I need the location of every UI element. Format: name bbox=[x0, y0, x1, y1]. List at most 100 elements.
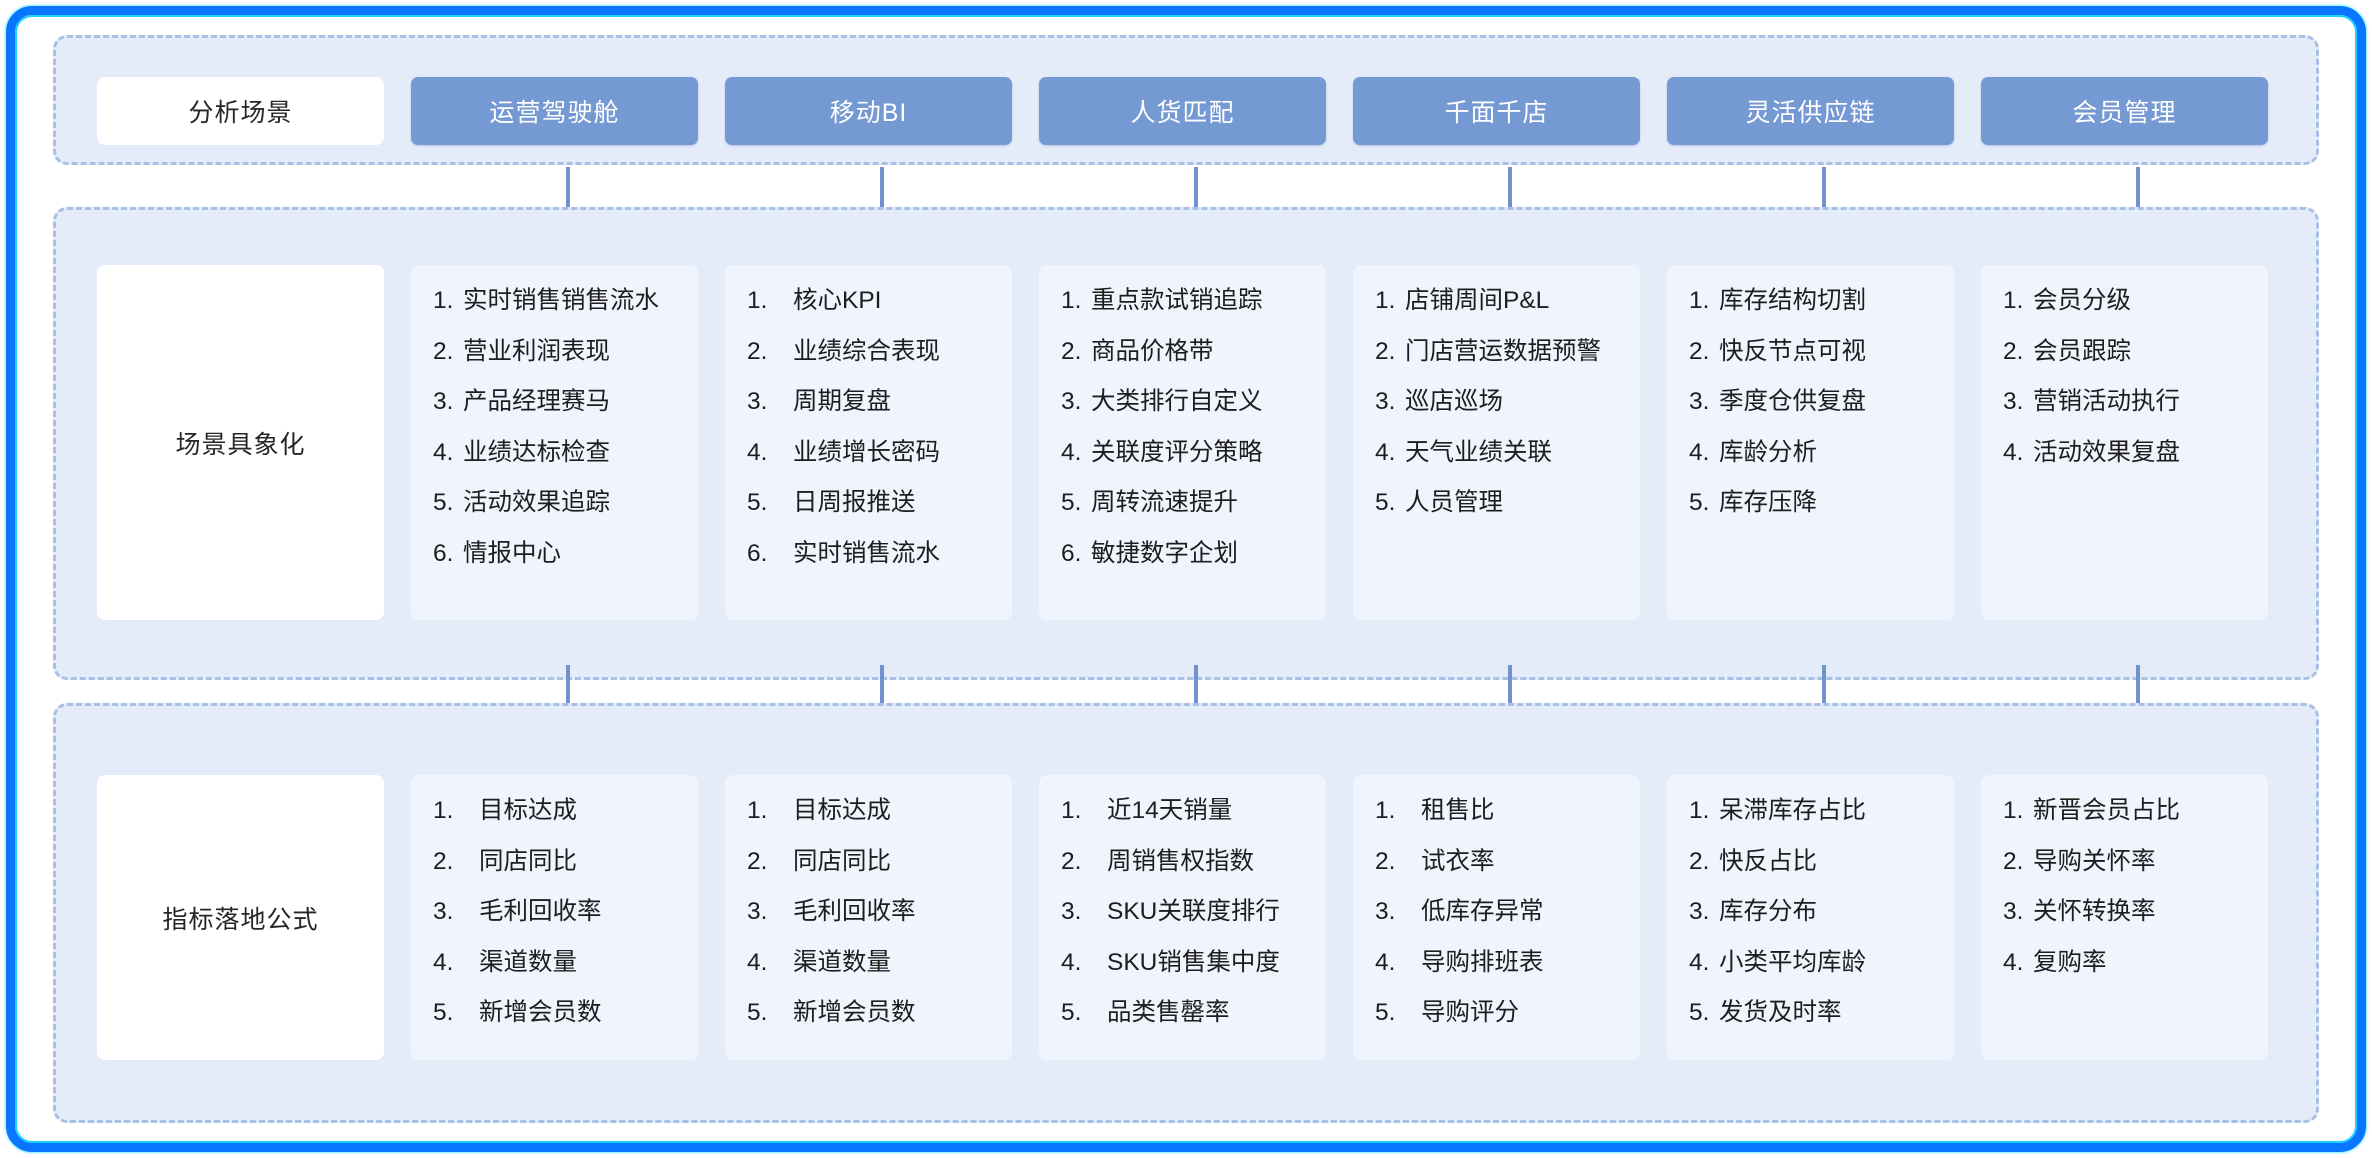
list-item[interactable]: 2.周销售权指数 bbox=[1061, 849, 1310, 875]
concrete-card-mobile-bi[interactable]: 1.核心KPI 2.业绩综合表现 3.周期复盘 4.业绩增长密码 5.日周报推送… bbox=[725, 265, 1012, 620]
formula-card-people-goods-match[interactable]: 1.近14天销量 2.周销售权指数 3.SKU关联度排行 4.SKU销售集中度 … bbox=[1039, 775, 1326, 1060]
list-item-number: 5. bbox=[1689, 999, 1710, 1026]
list-item-label: 营销活动执行 bbox=[2033, 388, 2180, 415]
list-item[interactable]: 1.近14天销量 bbox=[1061, 798, 1310, 824]
concrete-card-operations-cockpit[interactable]: 1.实时销售销售流水 2.营业利润表现 3.产品经理赛马 4.业绩达标检查 5.… bbox=[411, 265, 698, 620]
concrete-card-thousand-stores[interactable]: 1.店铺周间P&L 2.门店营运数据预警 3.巡店巡场 4.天气业绩关联 5.人… bbox=[1353, 265, 1640, 620]
list-item[interactable]: 4.业绩增长密码 bbox=[747, 440, 996, 466]
list-item[interactable]: 3.毛利回收率 bbox=[747, 898, 996, 925]
list-item[interactable]: 6.实时销售流水 bbox=[747, 541, 996, 567]
formula-card-agile-supply-chain[interactable]: 1. 呆滞库存占比 2.快反占比 3.库存分布 4.小类平均库龄 5.发货及时率 bbox=[1667, 775, 1954, 1060]
list-item[interactable]: 6.敏捷数字企划 bbox=[1061, 541, 1310, 567]
list-item[interactable]: 4.复购率 bbox=[2003, 950, 2252, 976]
list-item[interactable]: 2.会员跟踪 bbox=[2003, 339, 2252, 365]
list-item[interactable]: 5.导购评分 bbox=[1375, 1000, 1624, 1026]
list-item[interactable]: 2.导购关怀率 bbox=[2003, 849, 2252, 875]
list-item[interactable]: 1.核心KPI bbox=[747, 288, 996, 314]
list-item[interactable]: 4.天气业绩关联 bbox=[1375, 440, 1624, 466]
list-item-number: 4. bbox=[433, 438, 454, 466]
concrete-card-people-goods-match[interactable]: 1.重点款试销追踪 2.商品价格带 3.大类排行自定义 4.关联度评分策略 5.… bbox=[1039, 265, 1326, 620]
list-item[interactable]: 4.导购排班表 bbox=[1375, 948, 1624, 976]
row-label-metric-formulas: 指标落地公式 bbox=[97, 775, 384, 1060]
list-item[interactable]: 2.业绩综合表现 bbox=[747, 339, 996, 365]
list-item[interactable]: 3.产品经理赛马 bbox=[433, 388, 682, 415]
list-item[interactable]: 5.新增会员数 bbox=[747, 1000, 996, 1026]
list-item[interactable]: 3.周期复盘 bbox=[747, 389, 996, 415]
list-item[interactable]: 3.库存分布 bbox=[1689, 899, 1938, 925]
scene-button-member-management[interactable]: 会员管理 bbox=[1981, 77, 2268, 145]
list-item[interactable]: 2.快反占比 bbox=[1689, 849, 1938, 875]
list-item[interactable]: 4.SKU销售集中度 bbox=[1061, 950, 1310, 976]
scene-button-operations-cockpit[interactable]: 运营驾驶舱 bbox=[411, 77, 698, 145]
scene-button-thousand-stores[interactable]: 千面千店 bbox=[1353, 77, 1640, 145]
list-item[interactable]: 1.会员分级 bbox=[2003, 288, 2252, 314]
list-item-label: 导购排班表 bbox=[1421, 948, 1544, 976]
list-item[interactable]: 5.新增会员数 bbox=[433, 1000, 682, 1026]
list-item[interactable]: 5.发货及时率 bbox=[1689, 999, 1938, 1026]
list-item-number: 3. bbox=[747, 898, 768, 925]
list-item[interactable]: 5.周转流速提升 bbox=[1061, 489, 1310, 516]
list-item[interactable]: 4.业绩达标检查 bbox=[433, 438, 682, 466]
list-item[interactable]: 4.活动效果复盘 bbox=[2003, 440, 2252, 466]
formula-card-operations-cockpit[interactable]: 1.目标达成 2.同店同比 3.毛利回收率 4.渠道数量 5.新增会员数 bbox=[411, 775, 698, 1060]
list-item[interactable]: 2.快反节点可视 bbox=[1689, 337, 1938, 365]
list-item[interactable]: 4.关联度评分策略 bbox=[1061, 438, 1310, 466]
list-item-label: 呆滞库存占比 bbox=[1719, 797, 1866, 824]
list-item[interactable]: 2.门店营运数据预警 bbox=[1375, 339, 1624, 365]
list-item[interactable]: 2.同店同比 bbox=[433, 849, 682, 875]
formula-card-thousand-stores[interactable]: 1.租售比 2.试衣率 3.低库存异常 4.导购排班表 5.导购评分 bbox=[1353, 775, 1640, 1060]
list-item[interactable]: 3.巡店巡场 bbox=[1375, 389, 1624, 415]
list-item-label: 关联度评分策略 bbox=[1091, 438, 1263, 466]
list-item[interactable]: 1.店铺周间P&L bbox=[1375, 288, 1624, 314]
list-item-number: 3. bbox=[433, 388, 454, 415]
list-item[interactable]: 1.重点款试销追踪 bbox=[1061, 288, 1310, 314]
list-item[interactable]: 5.品类售罄率 bbox=[1061, 1000, 1310, 1026]
list-item[interactable]: 2.试衣率 bbox=[1375, 849, 1624, 875]
list-item[interactable]: 5.库存压降 bbox=[1689, 490, 1938, 516]
list-item[interactable]: 1.新晋会员占比 bbox=[2003, 798, 2252, 824]
concrete-card-agile-supply-chain[interactable]: 1.库存结构切割 2.快反节点可视 3.季度仓供复盘 4.库龄分析 5.库存压降 bbox=[1667, 265, 1954, 620]
list-item[interactable]: 3.大类排行自定义 bbox=[1061, 389, 1310, 415]
list-item[interactable]: 5.活动效果追踪 bbox=[433, 490, 682, 516]
list-item-number: 1. bbox=[1689, 797, 1710, 824]
formula-list-1: 1.目标达成 2.同店同比 3.毛利回收率 4.渠道数量 5.新增会员数 bbox=[433, 798, 682, 1026]
list-item-label: 快反节点可视 bbox=[1719, 337, 1866, 365]
formula-list-4: 1.租售比 2.试衣率 3.低库存异常 4.导购排班表 5.导购评分 bbox=[1375, 798, 1624, 1026]
list-item[interactable]: 4.库龄分析 bbox=[1689, 440, 1938, 466]
concrete-list-3: 1.重点款试销追踪 2.商品价格带 3.大类排行自定义 4.关联度评分策略 5.… bbox=[1061, 288, 1310, 567]
list-item[interactable]: 1.租售比 bbox=[1375, 798, 1624, 824]
list-item[interactable]: 2.营业利润表现 bbox=[433, 339, 682, 365]
list-item[interactable]: 1.库存结构切割 bbox=[1689, 288, 1938, 314]
list-item-label: 同店同比 bbox=[793, 847, 891, 875]
list-item-label: 人员管理 bbox=[1405, 489, 1503, 516]
list-item[interactable]: 1. 呆滞库存占比 bbox=[1689, 797, 1938, 824]
concrete-card-member-management[interactable]: 1.会员分级 2.会员跟踪 3.营销活动执行 4.活动效果复盘 bbox=[1981, 265, 2268, 620]
formula-card-mobile-bi[interactable]: 1.目标达成 2.同店同比 3.毛利回收率 4.渠道数量 5.新增会员数 bbox=[725, 775, 1012, 1060]
list-item[interactable]: 3.季度仓供复盘 bbox=[1689, 389, 1938, 415]
list-item[interactable]: 5.人员管理 bbox=[1375, 489, 1624, 516]
list-item[interactable]: 4.小类平均库龄 bbox=[1689, 950, 1938, 976]
list-item[interactable]: 3.营销活动执行 bbox=[2003, 388, 2252, 415]
list-item[interactable]: 1.实时销售销售流水 bbox=[433, 287, 682, 314]
formula-row: 指标落地公式 1.目标达成 2.同店同比 3.毛利回收率 4.渠道数量 5.新增… bbox=[97, 775, 2277, 1060]
list-item[interactable]: 2.商品价格带 bbox=[1061, 339, 1310, 365]
list-item-number: 5. bbox=[747, 489, 768, 516]
list-item[interactable]: 3.关怀转换率 bbox=[2003, 899, 2252, 925]
scene-button-people-goods-match[interactable]: 人货匹配 bbox=[1039, 77, 1326, 145]
list-item[interactable]: 1.目标达成 bbox=[747, 798, 996, 824]
list-item-number: 5. bbox=[1061, 489, 1082, 516]
list-item[interactable]: 4.渠道数量 bbox=[747, 950, 996, 976]
list-item[interactable]: 2.同店同比 bbox=[747, 847, 996, 875]
formula-card-member-management[interactable]: 1.新晋会员占比 2.导购关怀率 3.关怀转换率 4.复购率 bbox=[1981, 775, 2268, 1060]
scene-button-mobile-bi[interactable]: 移动BI bbox=[725, 77, 1012, 145]
list-item[interactable]: 1.目标达成 bbox=[433, 798, 682, 824]
list-item[interactable]: 3.SKU关联度排行 bbox=[1061, 899, 1310, 925]
list-item[interactable]: 6.情报中心 bbox=[433, 541, 682, 567]
list-item-label: 实时销售销售流水 bbox=[463, 287, 659, 314]
list-item[interactable]: 3.毛利回收率 bbox=[433, 899, 682, 925]
list-item[interactable]: 5.日周报推送 bbox=[747, 489, 996, 516]
arrow-shaft bbox=[566, 167, 570, 213]
scene-button-agile-supply-chain[interactable]: 灵活供应链 bbox=[1667, 77, 1954, 145]
list-item[interactable]: 3.低库存异常 bbox=[1375, 899, 1624, 925]
list-item[interactable]: 4.渠道数量 bbox=[433, 950, 682, 976]
